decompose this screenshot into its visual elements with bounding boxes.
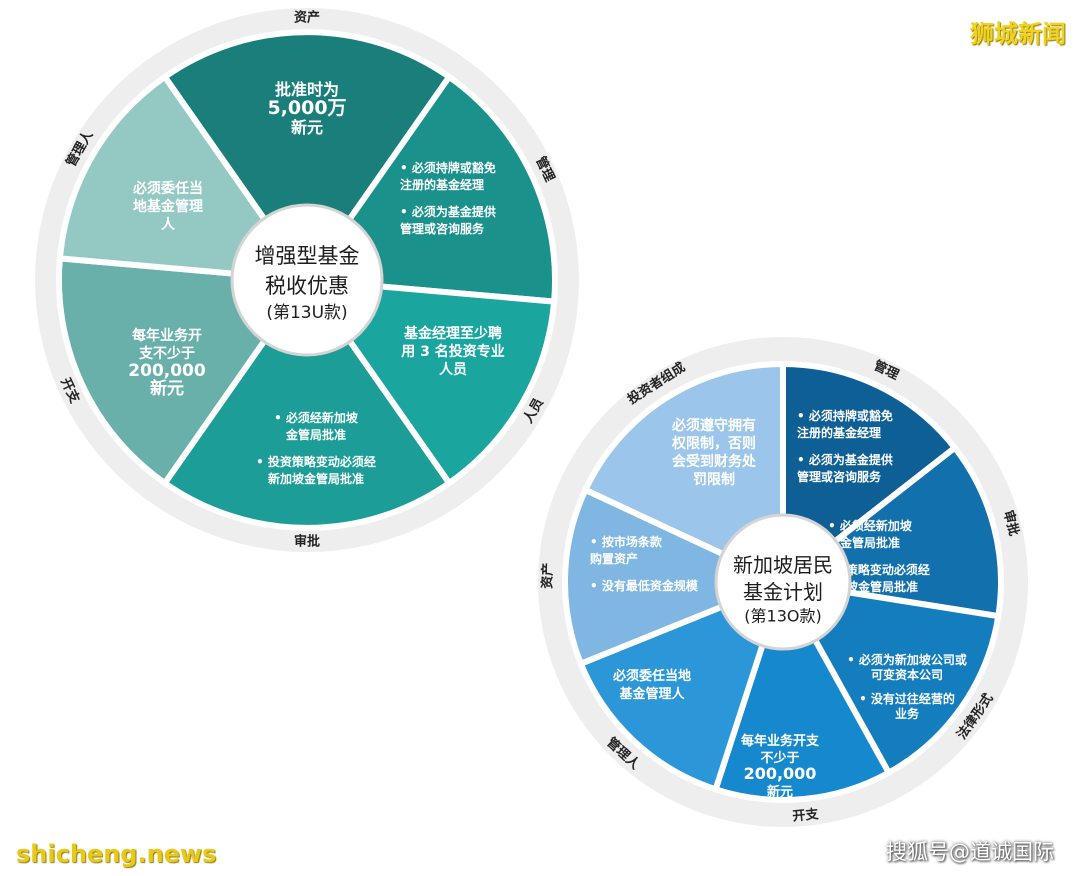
- wheel-segment: [562, 485, 791, 668]
- wheel-segment: [160, 29, 454, 286]
- segment-text-line: 购置资产: [590, 551, 638, 566]
- segment-text-line: 200,000: [744, 764, 817, 783]
- wheel-segment: [576, 576, 788, 794]
- segment-text-line: • 没有过往经营的: [859, 691, 955, 706]
- segment-text: 基金经理至少聘用 3 名投资专业人员: [401, 325, 505, 378]
- segment-text-line: 用 3 名投资专业: [401, 343, 505, 360]
- segment-text-line: 每年业务开: [132, 327, 202, 344]
- wheel-segment: [160, 274, 454, 531]
- segment-text-line: 会受到财务处: [672, 453, 757, 470]
- segment-text-line: • 必须为新加坡公司或: [847, 652, 967, 667]
- segment-text-line: • 必须经新加坡: [274, 410, 359, 425]
- segment-text-line: 200,000: [128, 361, 206, 381]
- segment-text-line: 地基金管理: [133, 198, 203, 215]
- segment-text-line: 基金管理人: [618, 686, 685, 702]
- segment-text: 必须遵守拥有权限制，否则会受到财务处罚限制: [671, 417, 757, 488]
- segment-text-line: 注册的基金经理: [797, 425, 881, 440]
- segment-text: • 必须为新加坡公司或可变资本公司 • 没有过往经营的业务: [847, 652, 967, 721]
- segment-text-line: • 必须持牌或豁免: [400, 160, 496, 175]
- segment-text-line: 人员: [439, 361, 467, 378]
- center-title-line: (第13O款): [744, 607, 821, 626]
- segment-text-line: • 没有最低资金规模: [590, 578, 699, 593]
- center-hub: [230, 203, 384, 357]
- wheel-segment: [777, 578, 1002, 777]
- segment-text-line: 必须遵守拥有: [671, 417, 756, 434]
- segment-text-line: 新元: [291, 118, 323, 137]
- wheel-segment: [780, 360, 960, 589]
- segment-text-line: • 必须为基金提供: [797, 452, 893, 467]
- segment-text-line: 基金经理至少聘: [404, 325, 502, 342]
- segment-text-line: 管理或咨询服务: [797, 469, 882, 484]
- segment-text-line: 金管局批准: [839, 535, 900, 550]
- center-hub: [714, 513, 852, 651]
- watermark-top-right: 狮城新闻: [970, 20, 1066, 48]
- segment-text-line: 不少于: [760, 750, 799, 766]
- wheel-segment: [300, 276, 558, 488]
- center-title-line: 增强型基金: [255, 244, 360, 268]
- segment-text-line: 业务: [895, 706, 920, 721]
- center-title-line: 税收优惠: [265, 274, 349, 298]
- segment-text-line: • 必须经新加坡: [828, 518, 913, 533]
- segment-text-line: 注册的基金经理: [400, 177, 484, 192]
- segment-text-line: • 投资策略变动必须经: [256, 454, 376, 469]
- segment-text-line: 支不少于: [138, 345, 195, 362]
- segment-text-line: • 按市场条款: [590, 534, 663, 549]
- segment-text-line: 权限制，否则: [671, 435, 756, 452]
- segment-text-line: 5,000万: [267, 97, 346, 119]
- ring-label: 审批: [294, 534, 320, 550]
- segment-text-line: 可变资本公司: [871, 667, 943, 682]
- segment-text-line: 必须委任当: [132, 180, 203, 197]
- ring-label: 资产: [294, 10, 320, 26]
- ring-label: 审批: [1000, 508, 1022, 537]
- watermark-bottom-right: 搜狐号@道诚国际: [886, 840, 1054, 864]
- wheel-segment: [711, 574, 893, 803]
- segment-text-line: 每年业务开支: [741, 733, 820, 749]
- segment-text-line: 人: [161, 216, 176, 233]
- segment-text: 必须委任当地基金管理人: [132, 180, 203, 233]
- segment-text-line: 管理或咨询服务: [400, 221, 485, 236]
- ring-label: 资产: [539, 563, 556, 589]
- segment-text: • 必须持牌或豁免注册的基金经理 • 必须为基金提供管理或咨询服务: [400, 160, 496, 236]
- segment-text-line: 金管局批准: [285, 427, 346, 442]
- segment-text-line: 新加坡金管局批准: [268, 471, 364, 486]
- wheel-segment: [581, 360, 786, 587]
- watermark-bottom-left: shicheng.news: [16, 840, 217, 868]
- wheel-segment: [56, 72, 314, 284]
- segment-text-line: • 必须持牌或豁免: [797, 408, 893, 423]
- center-title-line: 基金计划: [743, 580, 823, 604]
- ring-label: 开支: [792, 806, 820, 825]
- segment-text: • 必须持牌或豁免注册的基金经理 • 必须为基金提供管理或咨询服务: [797, 408, 893, 484]
- segment-text-line: • 必须为基金提供: [400, 204, 496, 219]
- segment-text: 必须委任当地基金管理人: [612, 668, 691, 702]
- center-title-line: (第13U款): [266, 303, 347, 323]
- segment-text-line: 新元: [150, 378, 184, 399]
- segment-text: • 按市场条款购置资产 • 没有最低资金规模: [590, 534, 699, 593]
- center-title-line: 新加坡居民: [733, 553, 833, 577]
- segment-text-line: 必须委任当地: [612, 668, 691, 684]
- segment-text: • 必须经新加坡金管局批准 • 投资策略变动必须经新加坡金管局批准: [256, 410, 376, 486]
- segment-text-line: 新元: [767, 784, 793, 800]
- segment-text-line: 批准时为: [275, 80, 339, 99]
- segment-text-line: 罚限制: [693, 471, 735, 488]
